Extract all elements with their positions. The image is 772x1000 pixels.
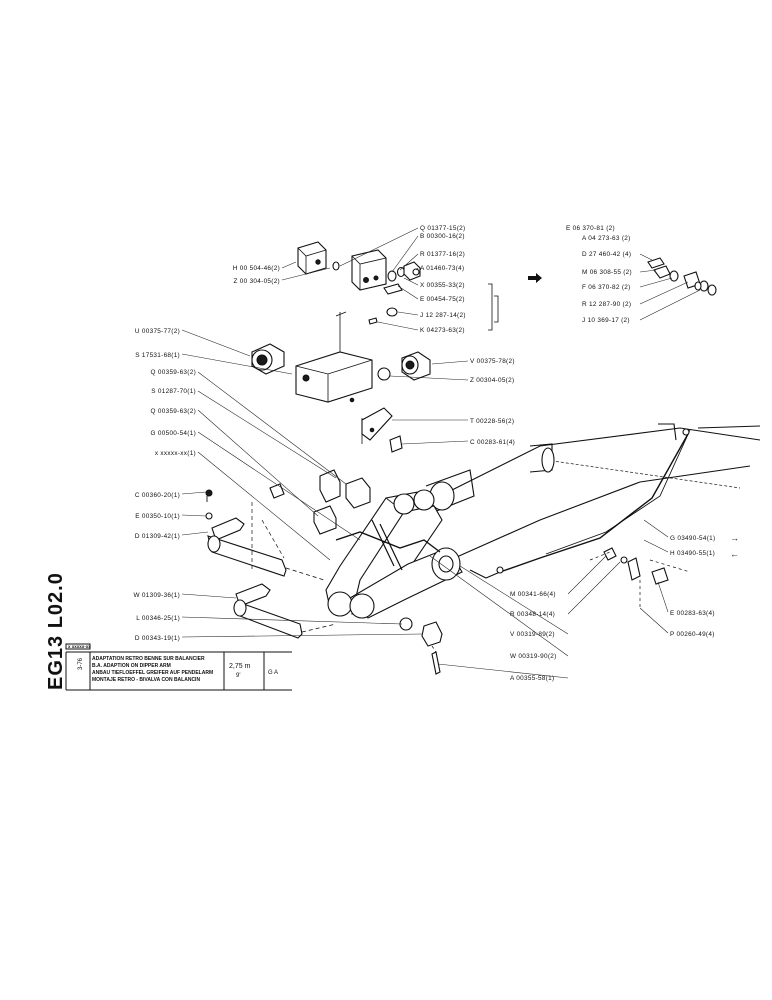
- part-label: H 00 504-46(2): [233, 265, 280, 272]
- title-line-es: MONTAJE RETRO - BIVALVA CON BALANCIN: [92, 677, 200, 683]
- part-label: A 04 273-63 (2): [582, 235, 631, 242]
- arrow-out-icon: →: [730, 533, 739, 543]
- arrow-icon: [528, 273, 542, 283]
- part-label: S 17531-68(1): [135, 352, 180, 359]
- part-label: E 00283-63(4): [670, 610, 715, 617]
- part-label: U 00375-77(2): [135, 328, 180, 335]
- part-label: R 00348-14(4): [510, 611, 555, 618]
- size-sub-label: 9': [236, 673, 240, 679]
- part-label: W 00319-90(2): [510, 653, 557, 660]
- part-label: x xxxxx-xx(1): [155, 450, 196, 457]
- part-label: C 00283-61(4): [470, 439, 515, 446]
- document-date: 3-76: [78, 657, 84, 670]
- part-label: S 01287-70(1): [151, 388, 196, 395]
- size-label: 2,75 m: [229, 663, 251, 670]
- cylinder-mount-group: [251, 343, 431, 535]
- part-label: B 00300-16(2): [420, 233, 465, 240]
- part-label: Z 00 304-05(2): [234, 278, 280, 285]
- part-label: V 00319-89(2): [510, 631, 555, 638]
- title-line-de: ANBAU TIEFLOEFFEL GREIFER AUF PENDELARM: [92, 670, 213, 676]
- title-line-en: B.A. ADAPTION ON DIPPER ARM: [92, 663, 171, 669]
- part-label: Q 00359-63(2): [151, 369, 196, 376]
- part-label: F 06 370-82 (2): [582, 284, 631, 291]
- part-label: G 03490-54(1): [670, 535, 715, 542]
- title-line-fr: ADAPTATION RETRO BENNE SUR BALANCIER: [92, 656, 205, 662]
- document-code: EG13 L02.0: [45, 572, 67, 690]
- part-label: Q 01377-15(2): [420, 225, 465, 232]
- leader-lines: [181, 227, 701, 679]
- arrow-in-icon: ←: [730, 549, 739, 559]
- part-label: W 01309-36(1): [133, 592, 180, 599]
- part-label: G 00500-54(1): [151, 430, 196, 437]
- part-label: D 00343-19(1): [135, 635, 180, 642]
- part-label: P 00260-49(4): [670, 631, 715, 638]
- part-label: A 01460-73(4): [420, 265, 464, 272]
- part-label: J 10 369-17 (2): [582, 317, 630, 324]
- part-label: T 00228-56(2): [470, 418, 514, 425]
- part-label: M 00341-66(4): [510, 591, 556, 598]
- code-box: [65, 643, 91, 650]
- dipper-arm-assembly: [205, 423, 761, 675]
- hose-fittings-group: [647, 257, 717, 296]
- part-label: E 06 370-81 (2): [566, 225, 615, 232]
- labels-right-mid: V 00375-78(2) Z 00304-05(2) T 00228-56(2…: [470, 358, 515, 446]
- part-label: Z 00304-05(2): [470, 377, 514, 384]
- part-label: D 27 460-42 (4): [582, 251, 631, 258]
- labels-left: H 00 504-46(2) Z 00 304-05(2) U 00375-77…: [133, 265, 280, 642]
- part-label: M 06 308-55 (2): [582, 269, 632, 276]
- title-block: EG13 L02.0 3-76 x xxxxx-xx ADAPTATION RE…: [45, 572, 292, 691]
- labels-right-top: E 06 370-81 (2) A 04 273-63 (2) D 27 460…: [566, 225, 632, 324]
- part-label: C 00360-20(1): [135, 492, 180, 499]
- part-label: X 00355-33(2): [420, 282, 465, 289]
- labels-valve: Q 01377-15(2) B 00300-16(2) R 01377-16(2…: [420, 225, 466, 334]
- model-label: G A: [268, 670, 278, 676]
- part-label: H 03490-55(1): [670, 550, 715, 557]
- part-label: L 00346-25(1): [136, 615, 180, 622]
- code-box-text: x xxxxx-xx: [68, 644, 91, 649]
- part-label: E 00350-10(1): [135, 513, 180, 520]
- part-label: R 12 287-90 (2): [582, 301, 631, 308]
- part-label: E 00454-75(2): [420, 296, 465, 303]
- valve-block-group: [297, 241, 499, 356]
- part-label: D 01309-42(1): [135, 533, 180, 540]
- part-label: Q 00359-63(2): [151, 408, 196, 415]
- part-label: R 01377-16(2): [420, 251, 465, 258]
- part-label: K 04273-63(2): [420, 327, 465, 334]
- part-label: J 12 287-14(2): [420, 312, 466, 319]
- part-label: V 00375-78(2): [470, 358, 515, 365]
- part-label: A 00355-58(1): [510, 675, 554, 682]
- labels-right-bottom: G 03490-54(1) H 03490-55(1) E 00283-63(4…: [510, 535, 715, 682]
